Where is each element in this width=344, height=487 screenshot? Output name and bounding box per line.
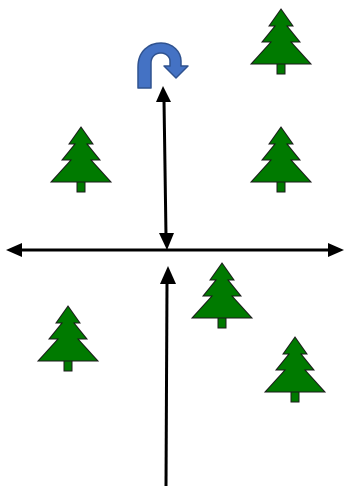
up-arrow-from-bottom <box>160 266 176 487</box>
horizontal-double-arrow <box>6 243 344 257</box>
vertical-double-arrow <box>156 86 174 250</box>
u-turn-arrow-icon <box>137 42 189 89</box>
